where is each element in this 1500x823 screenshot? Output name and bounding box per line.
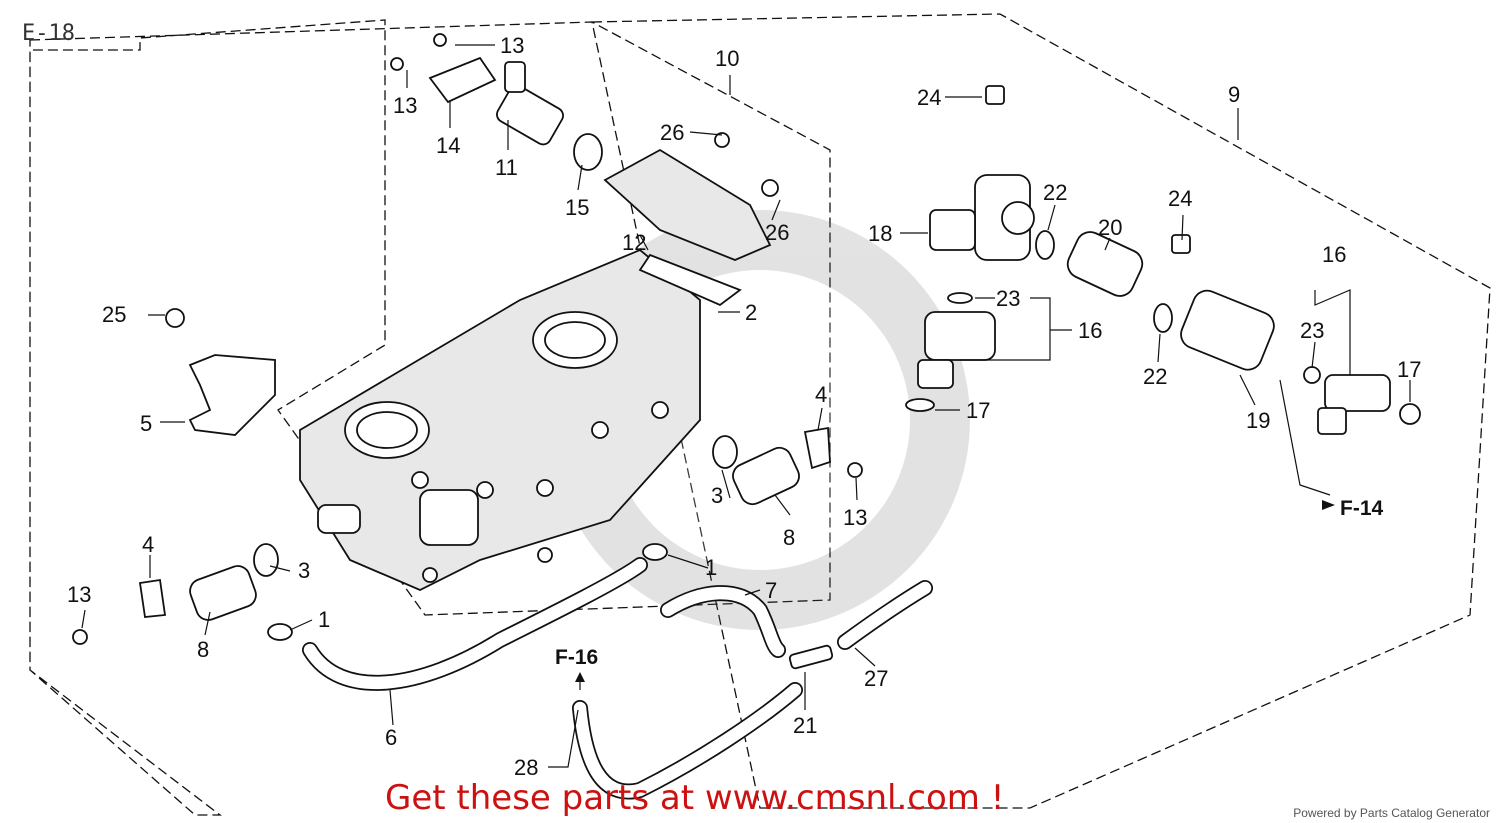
part-callout: 22 bbox=[1043, 180, 1067, 205]
part-callout: 12 bbox=[622, 230, 646, 255]
hoses bbox=[302, 557, 933, 800]
part-callout: 23 bbox=[996, 286, 1020, 311]
part-callout: 4 bbox=[142, 532, 154, 557]
part-callout: 24 bbox=[917, 85, 941, 110]
part-callout: 8 bbox=[783, 525, 795, 550]
part-callout: 17 bbox=[1397, 357, 1421, 382]
part-callout: 19 bbox=[1246, 408, 1270, 433]
part-callout: 25 bbox=[102, 302, 126, 327]
part-callout: 18 bbox=[868, 221, 892, 246]
part-callout: 24 bbox=[1168, 186, 1192, 211]
part-callout: 10 bbox=[715, 46, 739, 71]
bracket bbox=[188, 354, 276, 436]
part-callout: 1 bbox=[318, 607, 330, 632]
part-callout: 9 bbox=[1228, 82, 1240, 107]
part-callout: 13 bbox=[67, 582, 91, 607]
part-callout: 26 bbox=[765, 220, 789, 245]
part-callout: 27 bbox=[864, 666, 888, 691]
part-callout: 1 bbox=[705, 555, 717, 580]
leader-lines bbox=[81, 44, 1411, 768]
part-callout: 3 bbox=[711, 483, 723, 508]
part-callout: 2 bbox=[745, 300, 757, 325]
part-callout: 5 bbox=[140, 411, 152, 436]
part-callout: 8 bbox=[197, 637, 209, 662]
reference-f16-label: F-16 bbox=[555, 646, 598, 669]
throttle-body bbox=[299, 248, 701, 591]
diagram-code: E-18 bbox=[22, 21, 75, 46]
part-callout: 20 bbox=[1098, 215, 1122, 240]
reference-f14-label: F-14 bbox=[1340, 497, 1384, 520]
part-callouts: 13 13 14 11 15 10 26 26 12 2 25 5 24 18 … bbox=[67, 33, 1421, 780]
part-callout: 14 bbox=[436, 133, 460, 158]
part-callout: 13 bbox=[500, 33, 524, 58]
part-callout: 11 bbox=[495, 155, 518, 180]
part-callout: 13 bbox=[843, 505, 867, 530]
iacv-housing bbox=[390, 33, 779, 307]
get-parts-link[interactable]: Get these parts at www.cmsnl.com ! bbox=[385, 778, 1005, 818]
injector-assembly-outline bbox=[591, 13, 1491, 809]
part-callout: 16 bbox=[1078, 318, 1102, 343]
part-callout: 21 bbox=[793, 713, 817, 738]
part-callout: 6 bbox=[385, 725, 397, 750]
part-callout: 26 bbox=[660, 120, 684, 145]
part-callout: 28 bbox=[514, 755, 538, 780]
part-callout: 4 bbox=[815, 382, 827, 407]
part-callout: 17 bbox=[966, 398, 990, 423]
bolt bbox=[165, 308, 185, 328]
part-callout: 22 bbox=[1143, 364, 1167, 389]
part-callout: 23 bbox=[1300, 318, 1324, 343]
part-callout: 7 bbox=[765, 578, 777, 603]
part-callout: 16 bbox=[1322, 242, 1346, 267]
throttle-body-assembly-outline bbox=[29, 19, 831, 816]
powered-by-credit: Powered by Parts Catalog Generator bbox=[1293, 806, 1490, 820]
fuel-rail-parts bbox=[905, 85, 1421, 435]
part-callout: 3 bbox=[298, 558, 310, 583]
part-callout: 15 bbox=[565, 195, 589, 220]
part-callout: 13 bbox=[393, 93, 417, 118]
water-fittings bbox=[72, 426, 863, 645]
